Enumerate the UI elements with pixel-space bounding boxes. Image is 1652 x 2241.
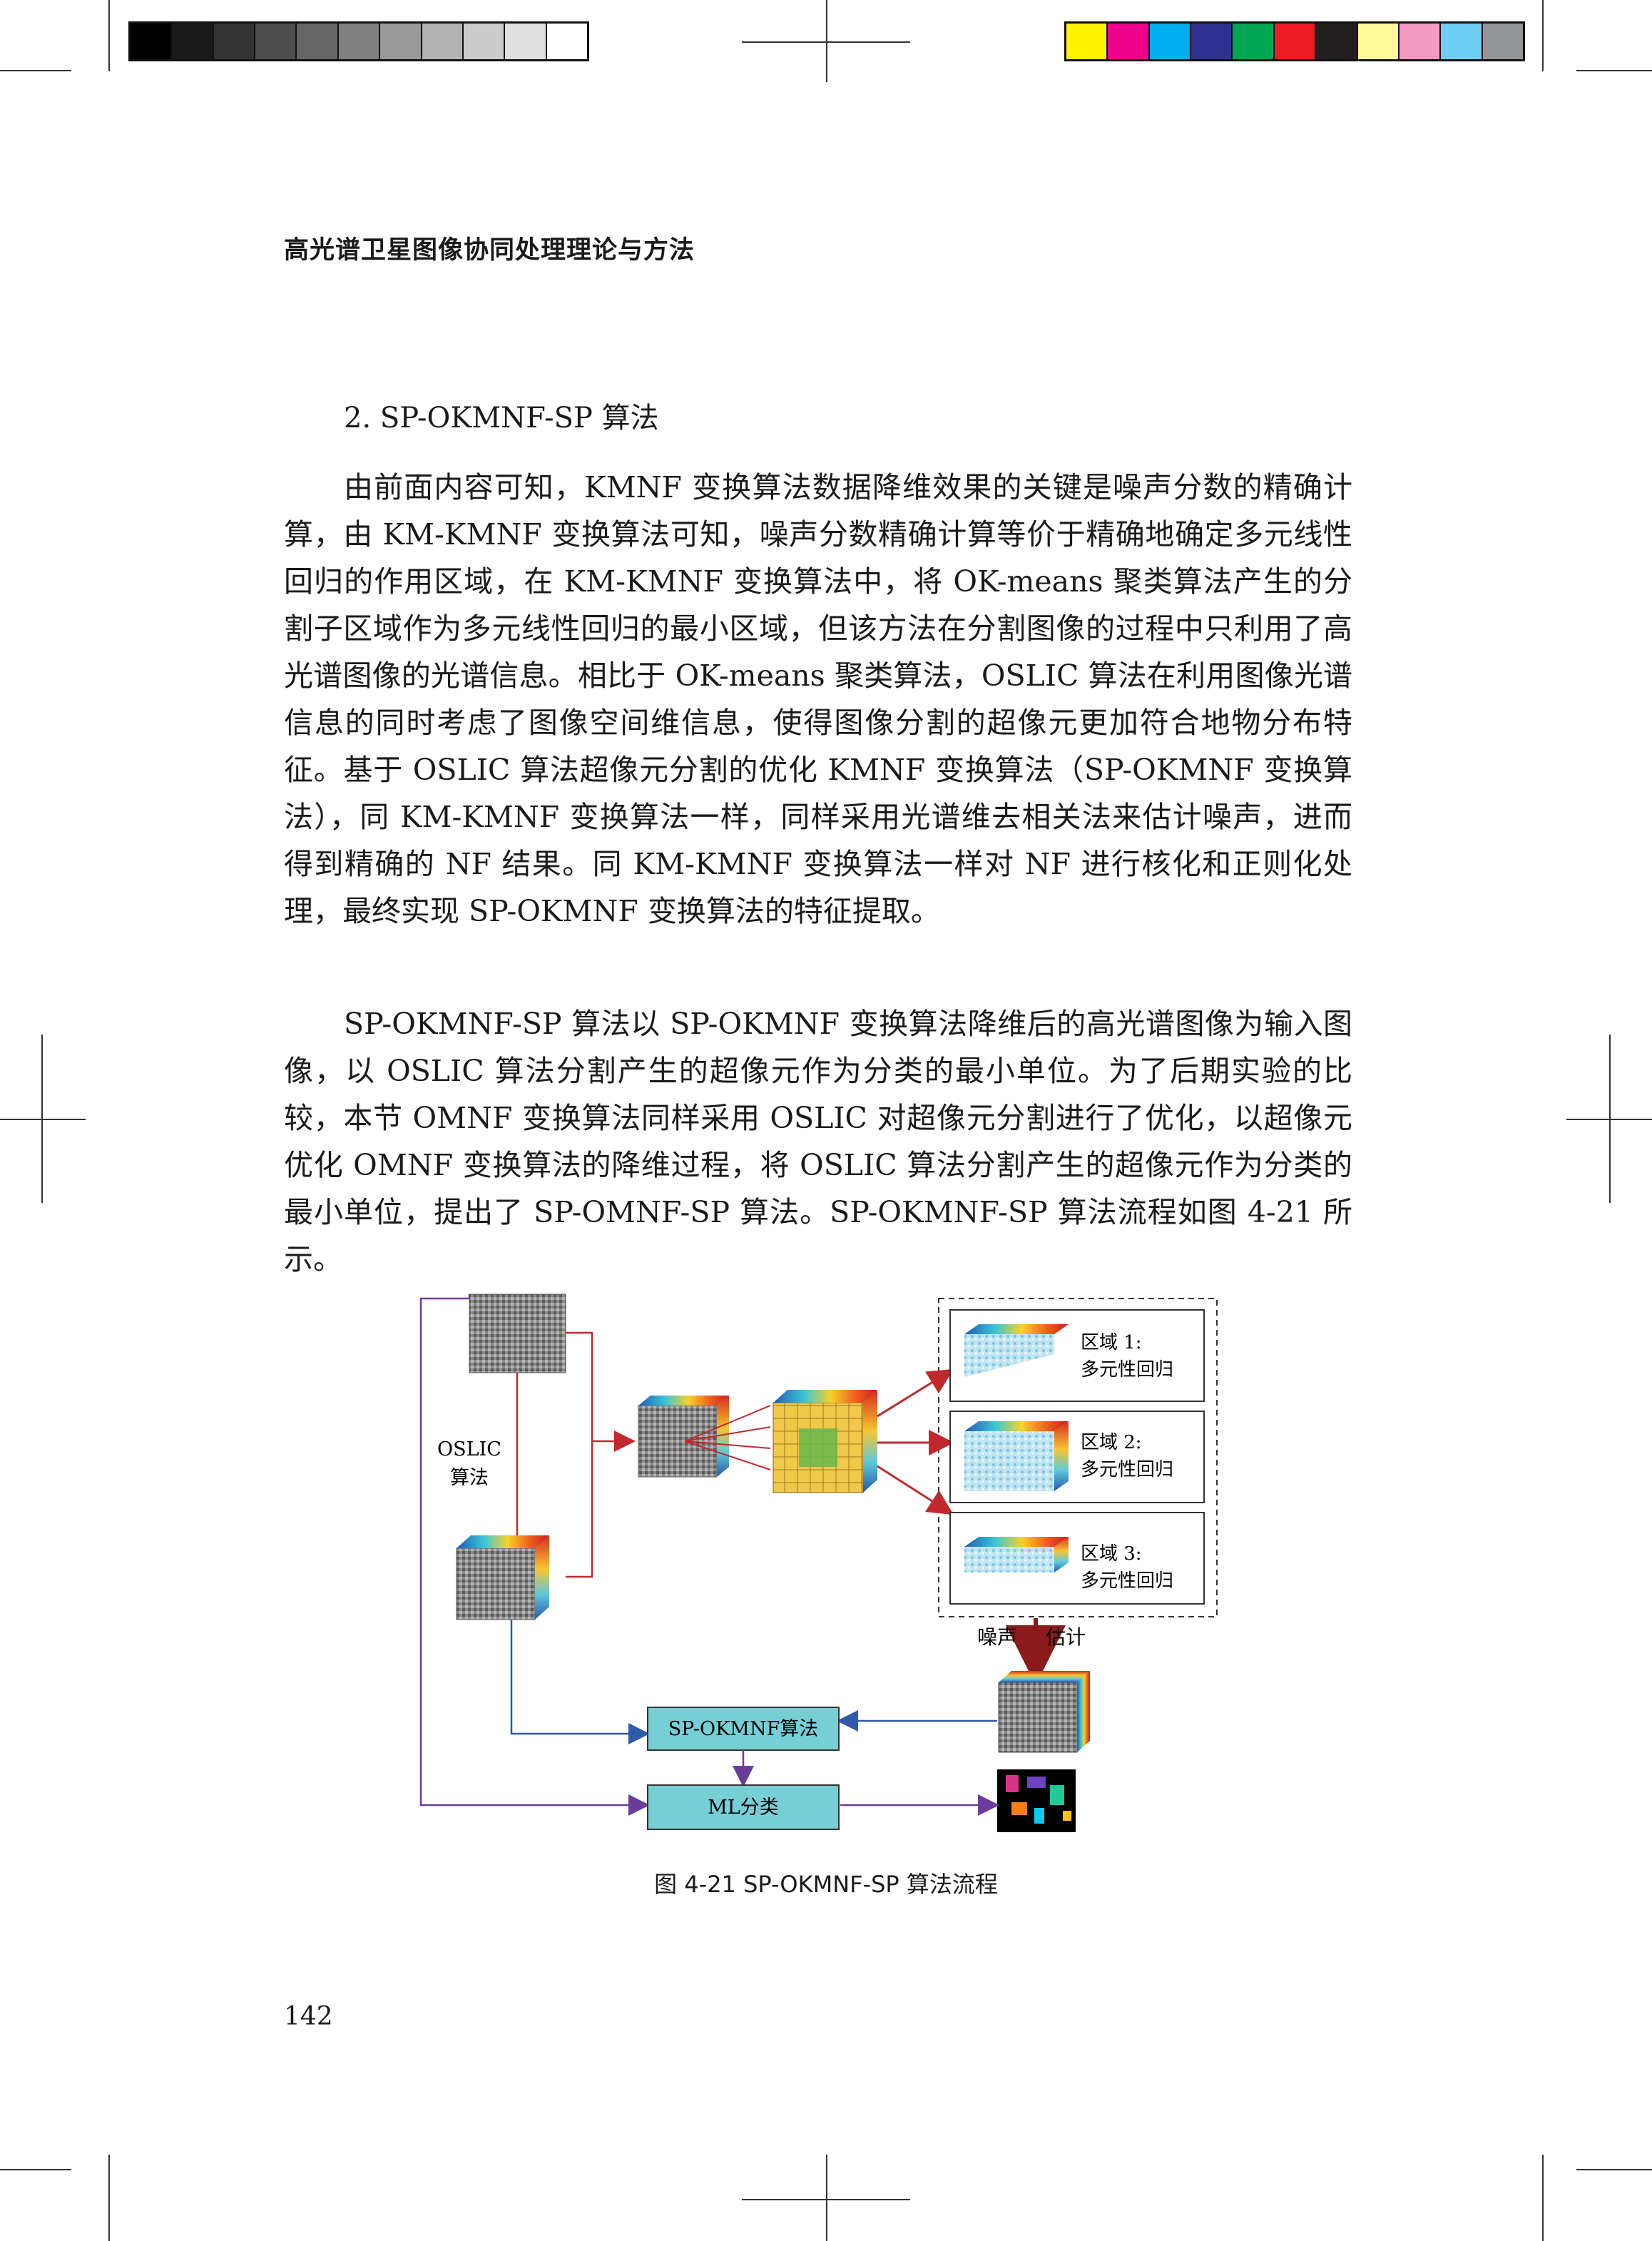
segmented-image-cube — [638, 1396, 729, 1478]
oslic-label-line2: 算法 — [450, 1467, 489, 1489]
body-paragraph-1: 由前面内容可知，KMNF 变换算法数据降维效果的关键是噪声分数的精确计算，由 K… — [284, 470, 1352, 928]
noise-cube — [998, 1671, 1090, 1753]
input-gray-image — [469, 1294, 566, 1373]
region-3-title: 区域 3: — [1081, 1543, 1142, 1565]
estimate-label: 估计 — [1046, 1625, 1086, 1649]
regions-dashed-frame — [938, 1298, 1218, 1617]
region-1-label: 多元性回归 — [1081, 1359, 1173, 1381]
region-3-box: 区域 3: 多元性回归 — [949, 1512, 1205, 1605]
spokmnf-algorithm-box: SP-OKMNF算法 — [647, 1707, 840, 1751]
superpixel-projection-lines — [684, 1405, 771, 1470]
section-heading: 2. SP-OKMNF-SP 算法 — [344, 402, 659, 435]
classification-result-map — [997, 1769, 1076, 1832]
ml-classification-box: ML分类 — [647, 1784, 840, 1830]
arrow-cube-to-spokmnf — [510, 1620, 650, 1744]
grayscale-calibration-bar — [128, 21, 589, 61]
running-header: 高光谱卫星图像协同处理理论与方法 — [284, 235, 695, 265]
region-3-label: 多元性回归 — [1081, 1570, 1173, 1592]
region-1-title: 区域 1: — [1081, 1332, 1142, 1353]
arrow-to-region-1 — [877, 1368, 954, 1418]
arrow-bracket-right — [566, 1331, 593, 1578]
hyperspectral-cube — [456, 1535, 549, 1620]
page-number: 142 — [284, 2002, 333, 2031]
spokmnf-box-label: SP-OKMNF算法 — [668, 1718, 819, 1740]
color-calibration-bar — [1064, 21, 1525, 61]
body-paragraph-2: SP-OKMNF-SP 算法以 SP-OKMNF 变换算法降维后的高光谱图像为输… — [284, 1007, 1352, 1276]
region-2-label: 多元性回归 — [1081, 1459, 1173, 1480]
arrow-to-region-3 — [877, 1465, 954, 1515]
ml-box-label: ML分类 — [708, 1797, 779, 1819]
flowchart-figure: OSLIC 算法 区域 1: 多元性回归 — [419, 1294, 1218, 1832]
superpixel-grid-cube — [773, 1390, 877, 1493]
arrow-image-to-ml — [419, 1297, 650, 1816]
noise-label: 噪声 — [977, 1625, 1017, 1649]
region-2-title: 区域 2: — [1081, 1432, 1142, 1453]
figure-caption: 图 4-21 SP-OKMNF-SP 算法流程 — [654, 1871, 998, 1898]
oslic-label-line1: OSLIC — [437, 1438, 501, 1460]
region-2-box: 区域 2: 多元性回归 — [949, 1411, 1205, 1503]
region-1-box: 区域 1: 多元性回归 — [949, 1309, 1205, 1402]
